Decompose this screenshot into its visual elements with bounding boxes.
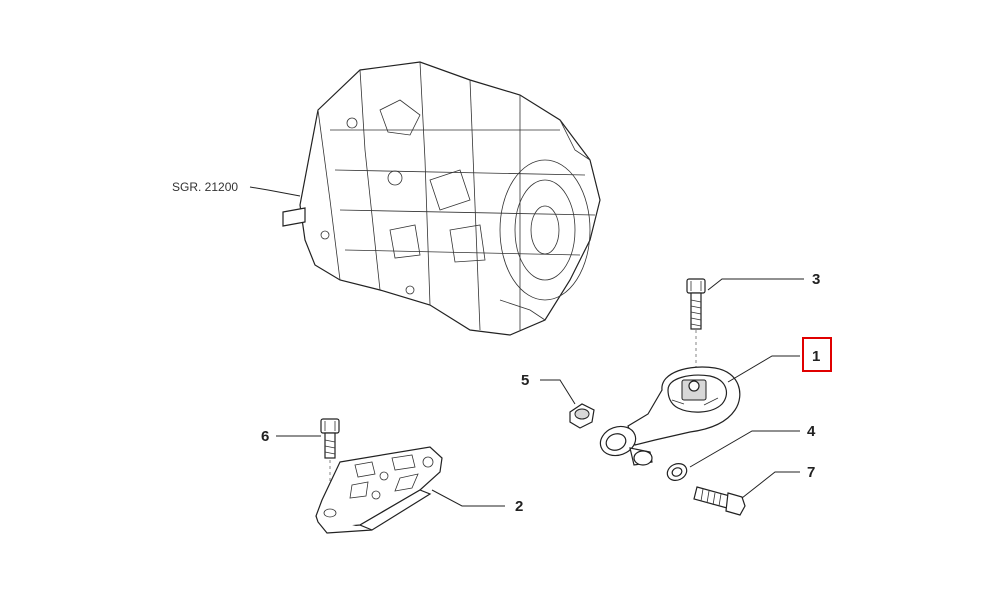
leader-2 [431,489,505,507]
callout-2: 2 [515,498,523,515]
reference-label: SGR. 21200 [172,180,238,194]
gearbox-illustration [282,61,601,336]
callout-3: 3 [812,271,820,288]
leader-1 [727,355,800,383]
leader-3 [707,278,804,291]
part-7-bolt [693,486,746,516]
part-1-engine-mount [599,366,741,466]
callout-4: 4 [807,423,816,440]
part-2-bracket [315,446,443,534]
part-5-bushing [569,403,595,429]
leader-7 [741,471,800,499]
part-6-bolt [320,418,340,459]
callout-6: 6 [261,428,269,445]
callout-7: 7 [807,464,815,481]
callout-1: 1 [812,348,820,365]
leader-4 [689,430,800,468]
leader-5 [540,379,576,405]
part-4-washer [666,463,688,481]
callout-1-highlight-box [802,337,832,372]
reference-leader [249,186,301,197]
callout-5: 5 [521,372,529,389]
part-3-bolt [686,278,706,330]
